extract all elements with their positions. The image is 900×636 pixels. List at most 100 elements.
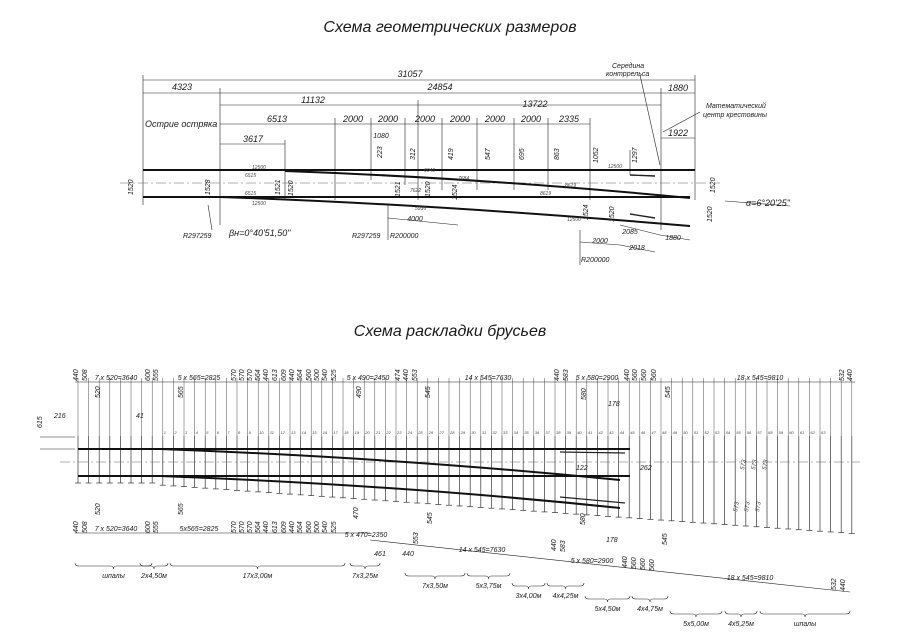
sleeper-number: 32 <box>492 430 497 435</box>
sleeper-number: 26 <box>428 430 434 435</box>
dimension-chain-label: 14 x 545=7630 <box>465 375 512 382</box>
sleeper-number: 13 <box>291 430 296 435</box>
ordinate: 863 <box>554 148 561 160</box>
geometry-track <box>120 169 720 227</box>
sleeper-number: 15 <box>312 430 317 435</box>
gauge: 1521 <box>395 181 402 197</box>
gauge: 1520 <box>609 206 616 222</box>
sleeper-spacing: 564 <box>297 369 304 381</box>
gauge: 1524 <box>452 184 459 200</box>
length-label: 6515 <box>245 173 256 179</box>
sleeper-number: 10 <box>259 430 264 435</box>
dim: 2000 <box>377 114 398 124</box>
skew-dim: 573 <box>740 459 748 471</box>
sleeper-spacing: 440 <box>289 521 296 533</box>
dim: 2335 <box>558 114 580 124</box>
sleeper-number: 30 <box>471 430 476 435</box>
sleeper-spacing: 555 <box>153 521 160 533</box>
gauge: 1524 <box>583 204 590 220</box>
length-label: 12500 <box>567 217 581 223</box>
group-label: шпалы <box>102 573 125 580</box>
sleeper-number: 45 <box>630 430 635 435</box>
group-brace <box>584 595 631 603</box>
sleeper-spacing: 440 <box>624 369 631 381</box>
sleeper-number: 48 <box>662 430 667 435</box>
ordinate: 695 <box>519 148 526 160</box>
sleeper-spacing: 583 <box>560 540 567 552</box>
sleeper-spacing: 609 <box>281 369 288 381</box>
sleeper-number: 24 <box>407 430 413 435</box>
group-label: 2x4,50м <box>140 573 167 580</box>
switch-tip-label: Острие остряка <box>145 119 217 129</box>
gauge: 1520 <box>707 206 714 222</box>
sleeper-number: 51 <box>694 430 698 435</box>
sleeper-number: 37 <box>545 430 550 435</box>
sleeper-number: 2 <box>173 430 177 435</box>
sleeper-number: 11 <box>270 430 274 435</box>
gauge: 1521 <box>275 179 282 195</box>
sleeper-number: 27 <box>438 430 444 435</box>
sleeper-spacing: 570 <box>231 521 238 533</box>
sleeper-number: 39 <box>567 430 572 435</box>
length-label: 8619 <box>565 183 576 189</box>
sleeper-number: 57 <box>757 430 762 435</box>
geometry-title: Схема геометрических размеров <box>323 19 576 36</box>
dim: 24854 <box>426 82 452 92</box>
sleeper-spacing: 216 <box>53 413 66 420</box>
sleeper-number: 19 <box>355 430 360 435</box>
sleeper-number: 55 <box>736 430 741 435</box>
sleeper-spacing: 532 <box>839 369 846 381</box>
sleeper-number: 59 <box>779 430 784 435</box>
sleeper-spacing: 570 <box>231 369 238 381</box>
dim: 1880 <box>665 235 681 242</box>
diverging-rail-outer <box>219 196 691 227</box>
sleeper-spacing: 580 <box>581 388 588 400</box>
dim: 2000 <box>520 114 541 124</box>
dim: 1080 <box>373 133 389 140</box>
math-center-label-2: центр крестовины <box>703 112 768 119</box>
length-label: 12500 <box>252 165 266 171</box>
sleeper-number: 8 <box>238 430 241 435</box>
length-label: 6515 <box>245 191 256 197</box>
sleeper-number: 5 <box>206 430 209 435</box>
skew-dim: 573 <box>744 501 752 513</box>
sleeper-spacing: 440 <box>840 579 847 591</box>
dim: 4000 <box>407 216 423 223</box>
sleeper-number: 3 <box>185 430 188 435</box>
sleeper-spacing: 565 <box>178 386 185 398</box>
sleeper-number: 49 <box>673 430 678 435</box>
sleeper-number: 52 <box>704 430 709 435</box>
sleeper-number: 34 <box>514 430 519 435</box>
sleeper-spacing: 545 <box>427 512 434 524</box>
sleeper-spacing: 540 <box>322 369 329 381</box>
dimension-chain-label: 7 x 520=3640 <box>95 526 138 533</box>
length-label: 8619 <box>540 191 551 197</box>
sleeper-number: 54 <box>726 430 731 435</box>
sleeper-number: 12 <box>280 430 285 435</box>
group-label: 7x3,25м <box>352 573 378 580</box>
group-brace <box>759 610 851 618</box>
sleeper-spacing: 520 <box>95 386 102 398</box>
dimension-chain-label: 18 x 545=9810 <box>737 375 784 382</box>
math-center-label: Математический <box>706 102 766 110</box>
sleeper-spacing: 440 <box>263 521 270 533</box>
radius-label: R200000 <box>581 257 610 264</box>
dimension-chain-label: 5 x 490=2450 <box>347 375 390 382</box>
dim: 2000 <box>484 114 505 124</box>
group-label: 3x4,00м <box>516 593 542 600</box>
sleeper-number: 20 <box>364 430 370 435</box>
group-brace <box>511 582 546 590</box>
guard-rail-mid-label: Середина <box>612 62 644 70</box>
sleeper-spacing: 500 <box>314 369 321 381</box>
sleeper-number: 18 <box>344 430 349 435</box>
group-label: 5x4,50м <box>595 606 621 613</box>
skew-dim: 573 <box>762 459 770 471</box>
group-brace <box>669 610 723 618</box>
sleeper-spacing: 553 <box>413 532 420 544</box>
dim: 13722 <box>522 99 547 109</box>
skew-dim: 573 <box>751 459 759 471</box>
group-label: шпалы <box>794 621 817 628</box>
radius-label: R297259 <box>352 233 381 240</box>
sleeper-number: 50 <box>683 430 688 435</box>
